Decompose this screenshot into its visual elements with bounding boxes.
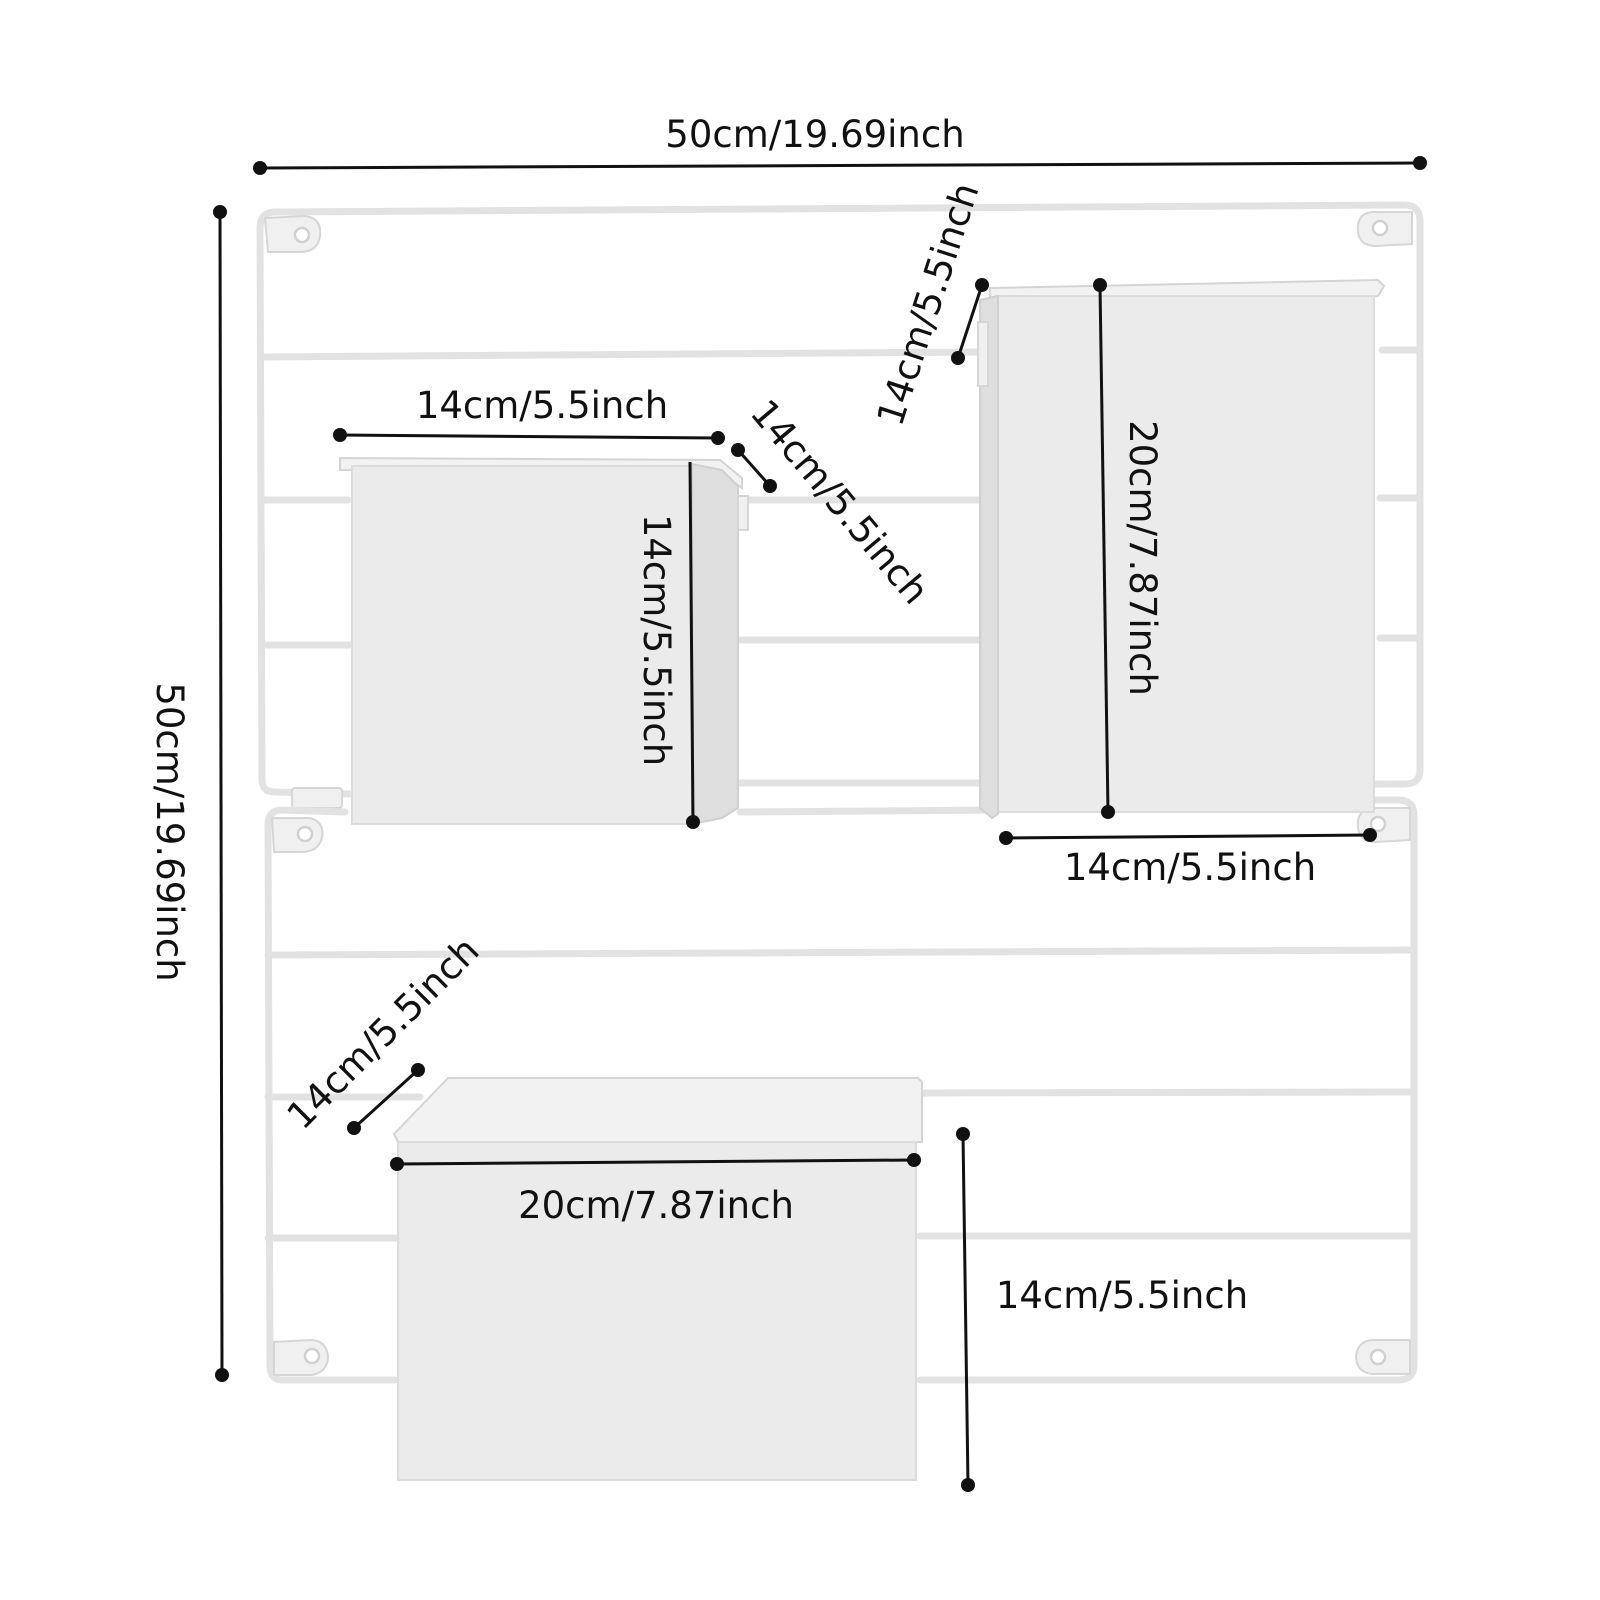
right-box-front — [995, 295, 1375, 813]
mount-plate-top-left — [263, 214, 322, 253]
upper-wire-panel — [256, 201, 1424, 816]
bottom-box-width-label: 20cm/7.87inch — [518, 1184, 794, 1227]
dimension-endpoint-icon — [731, 443, 745, 457]
left-box-height-label: 14cm/5.5inch — [635, 514, 678, 766]
dimension-endpoint-icon — [907, 1153, 921, 1167]
dimension-endpoint-icon — [411, 1063, 425, 1077]
dimension-endpoint-icon — [763, 479, 777, 493]
overall-width-label: 50cm/19.69inch — [665, 113, 964, 156]
right-box-height-label: 20cm/7.87inch — [1121, 420, 1164, 696]
dimension-endpoint-icon — [213, 205, 227, 219]
right-box-depth-label: 14cm/5.5inch — [869, 178, 988, 431]
bottom-storage-box — [392, 1077, 923, 1481]
mount-hole-icon — [1369, 815, 1387, 833]
left-box-front — [351, 465, 693, 825]
right-box-width-label: 14cm/5.5inch — [1064, 846, 1316, 889]
dimension-endpoint-icon — [253, 161, 267, 175]
mount-hole-icon — [1371, 219, 1389, 237]
dimension-endpoint-icon — [961, 1478, 975, 1492]
dimension-labels: 50cm/19.69inch 50cm/19.69inch 14cm/5.5in… — [148, 113, 1316, 1317]
dimension-endpoint-icon — [956, 1127, 970, 1141]
right-box-side — [979, 294, 999, 820]
dimension-endpoint-icon — [1093, 278, 1107, 292]
dimension-endpoint-icon — [686, 815, 700, 829]
right-box-hook — [977, 321, 989, 387]
mount-hole-icon — [1369, 1348, 1387, 1366]
dimension-endpoint-icon — [347, 1121, 361, 1135]
dimension-endpoint-icon — [1413, 156, 1427, 170]
left-box-hook — [737, 495, 749, 531]
left-storage-box — [339, 456, 749, 826]
overall-height-label: 50cm/19.69inch — [148, 682, 191, 981]
dimension-endpoint-icon — [333, 428, 347, 442]
dimension-endpoint-icon — [975, 278, 989, 292]
dimension-endpoint-icon — [215, 1368, 229, 1382]
bottom-box-front — [397, 1141, 917, 1481]
dimension-endpoint-icon — [390, 1157, 404, 1171]
dimension-lines — [213, 156, 1427, 1492]
dimension-endpoint-icon — [1363, 828, 1377, 842]
mount-hole-icon — [303, 1347, 321, 1365]
dimension-endpoint-icon — [711, 431, 725, 445]
right-storage-box — [977, 278, 1386, 820]
dimension-endpoint-icon — [951, 351, 965, 365]
left-box-side — [691, 462, 739, 826]
left-box-width-label: 14cm/5.5inch — [416, 384, 668, 427]
bottom-box-height-label: 14cm/5.5inch — [996, 1274, 1248, 1317]
dimension-endpoint-icon — [999, 831, 1013, 845]
mount-hole-icon — [296, 825, 314, 843]
dimension-endpoint-icon — [1101, 805, 1115, 819]
panel-hinge — [291, 787, 343, 809]
mount-hole-icon — [293, 226, 311, 244]
bottom-box-rim — [392, 1077, 923, 1143]
lower-wire-panel — [264, 796, 1418, 1384]
